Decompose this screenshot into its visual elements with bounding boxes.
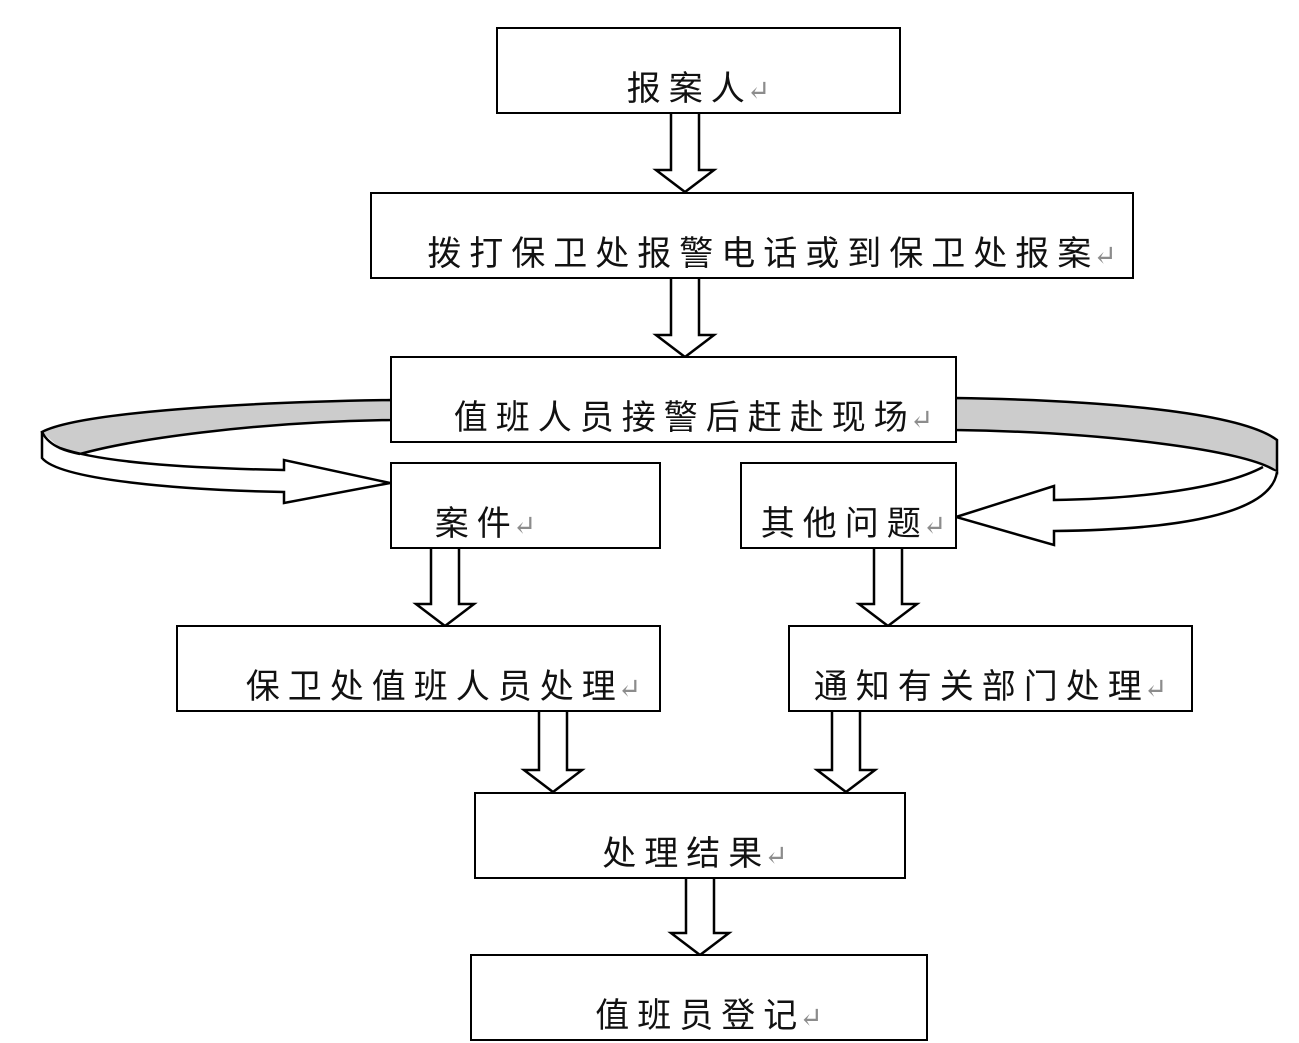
node-label: 通知有关部门处理↵ bbox=[813, 667, 1168, 707]
paragraph-mark-icon: ↵ bbox=[617, 672, 642, 705]
arrow-reporter-to-call bbox=[652, 113, 718, 194]
paragraph-mark-icon: ↵ bbox=[512, 509, 537, 542]
loop-band-right bbox=[953, 396, 1279, 475]
arrow-notify-dept-to-result bbox=[813, 711, 879, 794]
node-label: 处理结果↵ bbox=[602, 834, 788, 874]
node-security-handle: 保卫处值班人员处理↵ bbox=[176, 625, 661, 712]
node-call: 拨打保卫处报警电话或到保卫处报案↵ bbox=[370, 192, 1134, 279]
loop-edge-left bbox=[40, 431, 81, 456]
node-label: 报案人↵ bbox=[626, 69, 771, 109]
node-label: 案件↵ bbox=[434, 504, 537, 544]
node-register: 值班员登记↵ bbox=[470, 954, 928, 1041]
node-notify-dept: 通知有关部门处理↵ bbox=[788, 625, 1193, 712]
arrow-result-to-register bbox=[667, 878, 733, 957]
node-label: 其他问题↵ bbox=[760, 504, 947, 544]
loop-band-left bbox=[40, 398, 394, 456]
paragraph-mark-icon: ↵ bbox=[799, 1001, 823, 1034]
arrow-call-to-dispatch bbox=[652, 278, 718, 359]
loop-shaft-left bbox=[40, 432, 391, 505]
node-label: 拨打保卫处报警电话或到保卫处报案↵ bbox=[427, 234, 1117, 274]
node-other: 其他问题↵ bbox=[740, 462, 957, 549]
paragraph-mark-icon: ↵ bbox=[1093, 239, 1117, 272]
node-dispatch: 值班人员接警后赶赴现场↵ bbox=[390, 356, 957, 443]
node-result: 处理结果↵ bbox=[474, 792, 906, 879]
loop-shaft-right bbox=[951, 465, 1279, 547]
arrow-security-handle-to-result bbox=[520, 711, 586, 794]
arrow-case-to-security-handle bbox=[412, 548, 478, 628]
node-label: 保卫处值班人员处理↵ bbox=[245, 667, 642, 707]
paragraph-mark-icon: ↵ bbox=[764, 839, 788, 872]
node-reporter: 报案人↵ bbox=[496, 27, 901, 114]
arrow-other-to-notify-dept bbox=[855, 548, 921, 628]
paragraph-mark-icon: ↵ bbox=[922, 509, 947, 542]
node-label: 值班员登记↵ bbox=[595, 996, 823, 1036]
paragraph-mark-icon: ↵ bbox=[1143, 672, 1168, 705]
paragraph-mark-icon: ↵ bbox=[746, 74, 771, 107]
paragraph-mark-icon: ↵ bbox=[909, 403, 934, 436]
node-case: 案件↵ bbox=[390, 462, 661, 549]
node-label: 值班人员接警后赶赴现场↵ bbox=[453, 398, 934, 438]
